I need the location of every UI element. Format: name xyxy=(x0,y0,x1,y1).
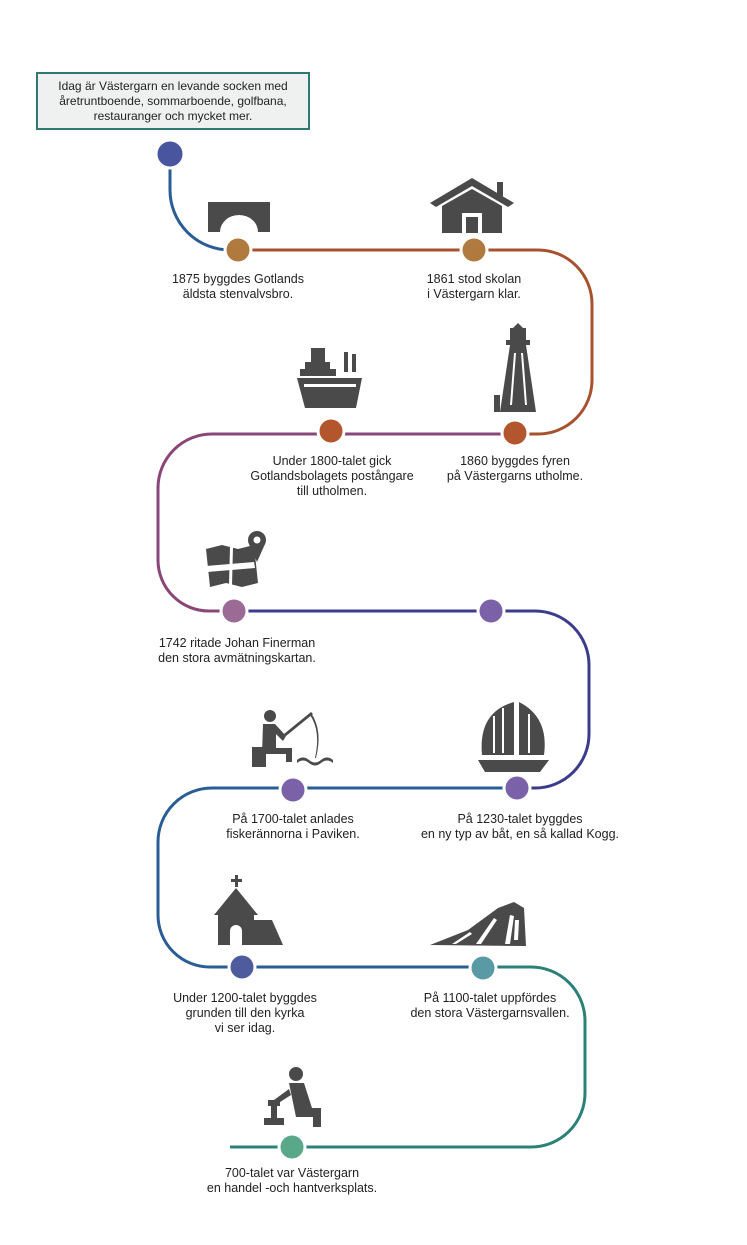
caption-line: 1861 stod skolan xyxy=(426,272,522,286)
caption-line: Gotlandsbolagets postångare xyxy=(250,469,414,483)
caption-school: 1861 stod skolan i Västergarn klar. xyxy=(404,272,544,302)
fisherman-icon xyxy=(252,710,333,767)
caption-line: en handel -och hantverksplats. xyxy=(206,1181,378,1195)
school-house-icon xyxy=(430,178,514,233)
caption-trade: 700-talet var Västergarn en handel -och … xyxy=(197,1166,387,1196)
caption-line: Under 1200-talet byggdes xyxy=(173,991,317,1005)
caption-rampart: På 1100-talet uppfördes den stora Väster… xyxy=(400,991,580,1021)
rampart-icon xyxy=(430,902,526,946)
path-segment-rust xyxy=(238,248,594,436)
caption-line: äldsta stenvalvsbro. xyxy=(182,287,294,301)
caption-bridge: 1875 byggdes Gotlands äldsta stenvalvsbr… xyxy=(158,272,318,302)
path-segment-indigo xyxy=(234,609,591,790)
timeline-node-indigo xyxy=(476,596,506,626)
church-icon xyxy=(214,875,283,945)
caption-line: 700-talet var Västergarn xyxy=(224,1166,360,1180)
caption-cog: På 1230-talet byggdes en ny typ av båt, … xyxy=(405,812,635,842)
caption-line: 1860 byggdes fyren xyxy=(460,454,570,468)
map-pin-icon xyxy=(206,531,266,587)
craftsman-icon xyxy=(264,1067,321,1127)
lighthouse-icon xyxy=(494,323,536,412)
caption-line: 1875 byggdes Gotlands xyxy=(171,272,305,286)
caption-line: På 1100-talet uppfördes xyxy=(423,991,557,1005)
caption-ship: Under 1800-talet gick Gotlandsbolagets p… xyxy=(237,454,427,499)
timeline-node-lighthouse xyxy=(500,418,530,448)
timeline-node-trade xyxy=(277,1132,307,1162)
path-segment-plum xyxy=(156,432,515,613)
caption-line: vi ser idag. xyxy=(214,1021,276,1035)
timeline-node-cog xyxy=(502,773,532,803)
caption-map: 1742 ritade Johan Finerman den stora avm… xyxy=(142,636,332,666)
intro-box: Idag är Västergarn en levande socken med… xyxy=(36,72,310,130)
timeline-node-church xyxy=(227,952,257,982)
caption-fishing: På 1700-talet anlades fiskerännorna i Pa… xyxy=(213,812,373,842)
caption-line: grunden till den kyrka xyxy=(185,1006,305,1020)
timeline-node-rampart xyxy=(468,953,498,983)
timeline-node-map xyxy=(219,596,249,626)
caption-line: en ny typ av båt, en så kallad Kogg. xyxy=(420,827,620,841)
sailboat-icon xyxy=(478,702,549,772)
stone-bridge-icon xyxy=(208,202,270,232)
caption-line: på Västergarns utholme. xyxy=(446,469,584,483)
caption-line: i Västergarn klar. xyxy=(427,287,521,301)
timeline-node-ship xyxy=(316,416,346,446)
caption-lighthouse: 1860 byggdes fyren på Västergarns utholm… xyxy=(430,454,600,484)
intro-text: Idag är Västergarn en levande socken med… xyxy=(58,79,287,124)
timeline-node-fishing xyxy=(278,775,308,805)
intro-text-line: restauranger och mycket mer. xyxy=(93,108,253,123)
caption-church: Under 1200-talet byggdes grunden till de… xyxy=(160,991,330,1036)
caption-line: den stora Västergarnsvallen. xyxy=(410,1006,570,1020)
path-segment-blue-middle xyxy=(156,786,517,969)
caption-line: 1742 ritade Johan Finerman xyxy=(158,636,316,650)
timeline-node-start xyxy=(154,138,186,170)
path-segment-blue-top xyxy=(168,154,238,252)
caption-line: Under 1800-talet gick xyxy=(272,454,392,468)
path-segment-teal xyxy=(230,965,587,1149)
intro-text-line: åretruntboende, sommarboende, golfbana, xyxy=(59,93,287,108)
caption-line: fiskerännorna i Paviken. xyxy=(226,827,360,841)
intro-text-line: Idag är Västergarn en levande socken med xyxy=(58,78,288,93)
timeline-node-school xyxy=(459,235,489,265)
timeline-node-bridge xyxy=(223,235,253,265)
caption-line: På 1700-talet anlades xyxy=(232,812,354,826)
mail-ship-icon xyxy=(297,348,362,408)
caption-line: den stora avmätningskartan. xyxy=(158,651,316,665)
caption-line: till utholmen. xyxy=(296,484,368,498)
caption-line: På 1230-talet byggdes xyxy=(457,812,583,826)
